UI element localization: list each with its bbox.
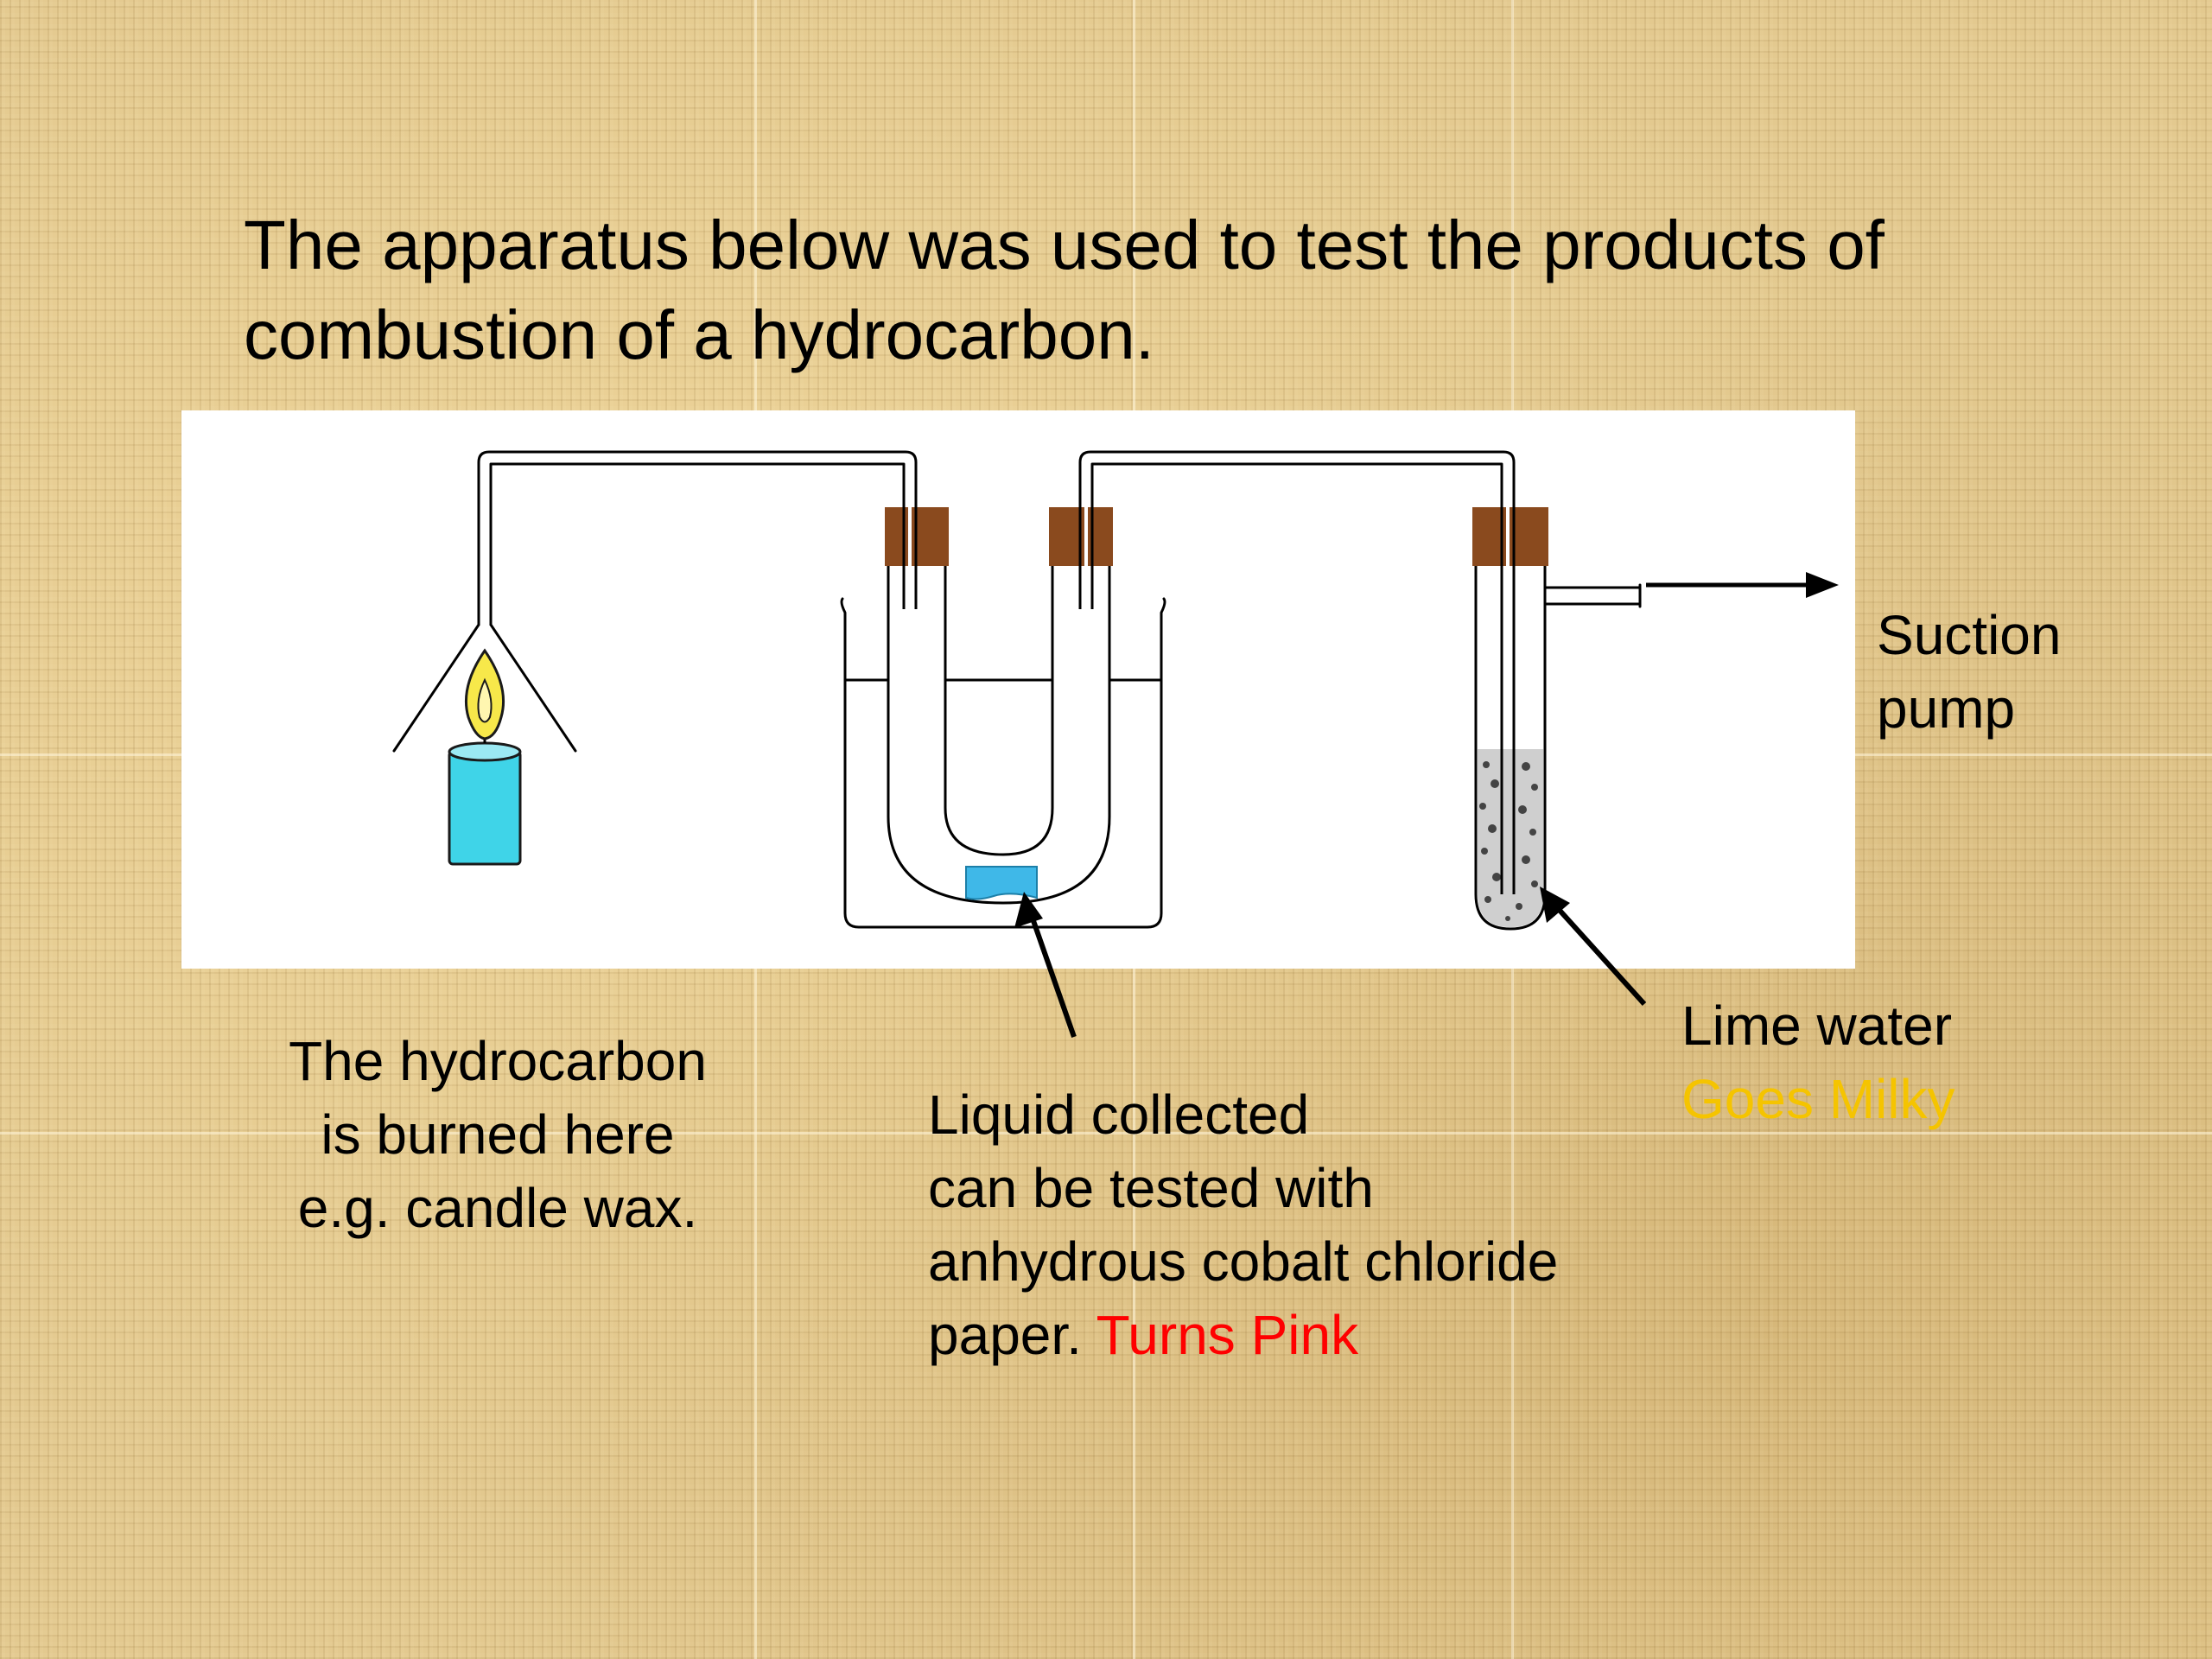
cork-right (1472, 507, 1548, 566)
funnel (392, 623, 577, 753)
candle (448, 726, 522, 866)
u-tube (887, 564, 1111, 905)
lime-water-line1: Lime water (1681, 995, 1952, 1057)
turns-pink-result: Turns Pink (1096, 1304, 1359, 1366)
goes-milky-result: Goes Milky (1681, 1068, 1955, 1130)
hydrocarbon-label: The hydrocarbon is burned here e.g. cand… (247, 1025, 748, 1245)
lime-water-liquid (1478, 749, 1543, 927)
liquid-line4: paper. Turns Pink (928, 1299, 1558, 1372)
liquid-line1: Liquid collected (928, 1084, 1310, 1146)
liquid-line4-prefix: paper. (928, 1304, 1096, 1366)
cobalt-paper (965, 866, 1038, 900)
test-tube (1474, 564, 1547, 931)
delivery-tube-1 (477, 450, 918, 626)
tile-seam (0, 1132, 2212, 1135)
hydrocarbon-line2: is burned here (321, 1103, 675, 1166)
hydrocarbon-line1: The hydrocarbon (289, 1030, 707, 1092)
liquid-collected-label: Liquid collected can be tested with anhy… (928, 1078, 1558, 1372)
lime-water-label: Lime water Goes Milky (1681, 989, 1955, 1136)
suction-pump-line2: pump (1877, 677, 2016, 740)
hydrocarbon-line3: e.g. candle wax. (297, 1177, 698, 1239)
flame (465, 648, 505, 741)
liquid-line3: anhydrous cobalt chloride (928, 1230, 1559, 1293)
arrow-to-lime-water (1540, 887, 1647, 1007)
liquid-line2: can be tested with (928, 1157, 1374, 1219)
delivery-tube-2 (1078, 450, 1516, 896)
apparatus-panel (181, 410, 1855, 969)
suction-pump-label: Suction pump (1877, 599, 2061, 746)
arrow-to-cobalt-paper (1014, 892, 1077, 1038)
side-arm (1543, 583, 1642, 608)
slide-title: The apparatus below was used to test the… (244, 207, 1885, 373)
suction-pump-line1: Suction (1877, 604, 2062, 666)
beaker (840, 597, 1166, 929)
suction-arrow (1646, 572, 1839, 598)
lime-water-speckles (1479, 761, 1538, 921)
u-tube-inner (944, 564, 1054, 856)
apparatus-diagram (392, 450, 1839, 931)
